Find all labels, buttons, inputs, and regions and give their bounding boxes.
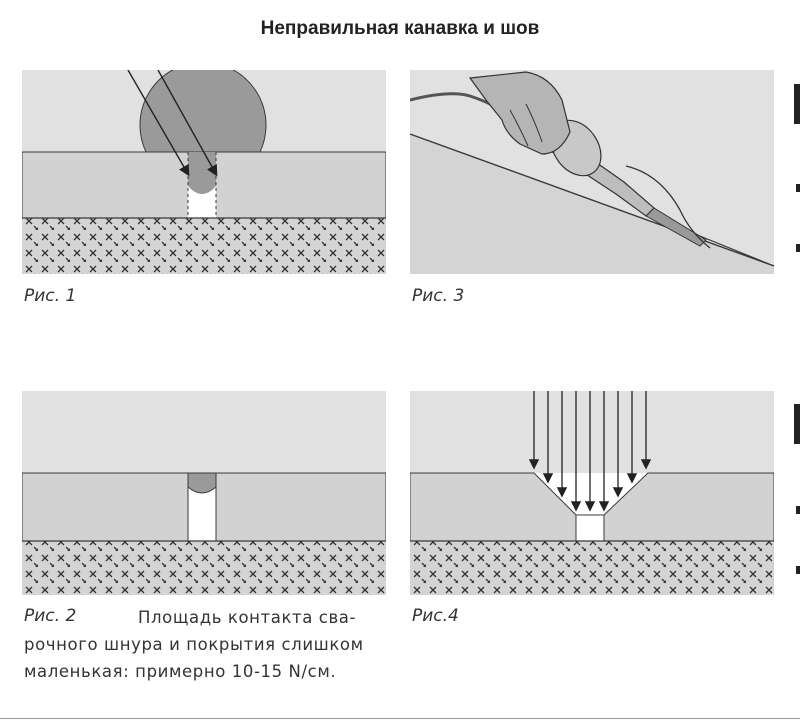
gloved-hand-icon	[468, 71, 571, 155]
figure-4-label: Рис.4	[412, 606, 459, 626]
weld-cord-circle	[139, 70, 267, 153]
figure-2-description-cont: рочного шнура и покрытия слишком маленьк…	[24, 635, 364, 681]
weld-cord-small	[187, 472, 217, 494]
figure-2-diagram	[22, 391, 386, 595]
figure-4-diagram	[410, 391, 774, 595]
cord-in-groove	[188, 152, 216, 194]
arrow-left	[127, 70, 190, 177]
figure-2-description: Площадь контакта сва-	[138, 608, 357, 627]
page-title: Неправильная канавка и шов	[260, 18, 540, 39]
figure-2-label: Рис. 2	[24, 606, 77, 626]
floor-surface	[410, 134, 774, 274]
figure-3-caption: Рис. 3	[412, 286, 464, 306]
bottom-divider	[0, 718, 800, 719]
figure-4-caption: Рис.4	[412, 606, 459, 626]
downward-arrows	[528, 391, 652, 512]
figure-1-caption: Рис. 1	[24, 286, 76, 306]
arrow-right	[157, 70, 218, 177]
groove-bottom	[575, 514, 605, 542]
figure-3-diagram	[410, 70, 774, 274]
figure-1-label: Рис. 1	[24, 286, 77, 306]
figure-3-label: Рис. 3	[412, 286, 465, 306]
figure-1-diagram	[22, 70, 386, 274]
figure-2-caption: Рис. 2	[24, 606, 76, 626]
weld-seam-line	[689, 231, 774, 267]
